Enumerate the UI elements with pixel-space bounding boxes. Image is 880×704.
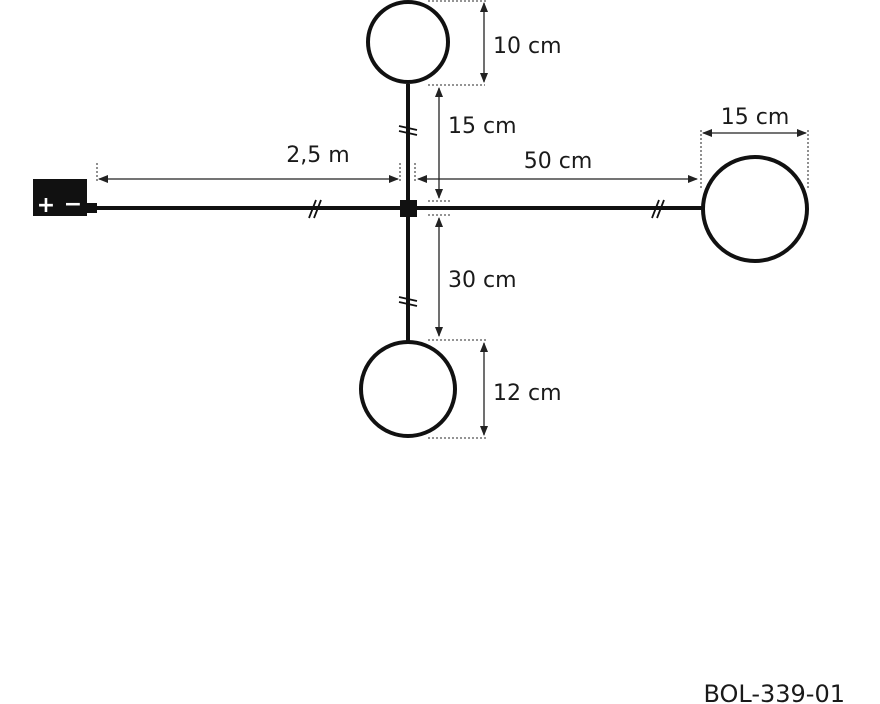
right-arm-dimension: 50 cm [414, 149, 698, 183]
top-arm-dimension: 15 cm [428, 84, 517, 202]
right-globe [701, 155, 809, 263]
bottom-globe [359, 340, 457, 438]
right-globe-dimension: 15 cm [700, 105, 809, 188]
product-code: BOL-339-01 [703, 680, 845, 704]
top-globe [366, 0, 450, 84]
bottom-globe-diameter-label: 12 cm [493, 381, 562, 406]
cable-break-marks [308, 125, 665, 307]
plus-symbol: + [37, 193, 55, 218]
top-globe-diameter-label: 10 cm [493, 34, 562, 59]
battery-pack-icon: + − [33, 179, 97, 218]
minus-symbol: − [64, 192, 82, 217]
bottom-globe-dimension: 12 cm [428, 339, 562, 439]
right-globe-diameter-label: 15 cm [721, 105, 790, 130]
top-globe-dimension: 10 cm [428, 0, 562, 83]
top-arm-length-label: 15 cm [448, 114, 517, 139]
junction-connector [400, 200, 417, 217]
bottom-arm-length-label: 30 cm [448, 268, 517, 293]
lead-cable-length-label: 2,5 m [286, 143, 349, 168]
bottom-arm-dimension: 30 cm [428, 214, 517, 337]
right-arm-length-label: 50 cm [524, 149, 593, 174]
lead-cable-dimension: 2,5 m [96, 143, 401, 183]
